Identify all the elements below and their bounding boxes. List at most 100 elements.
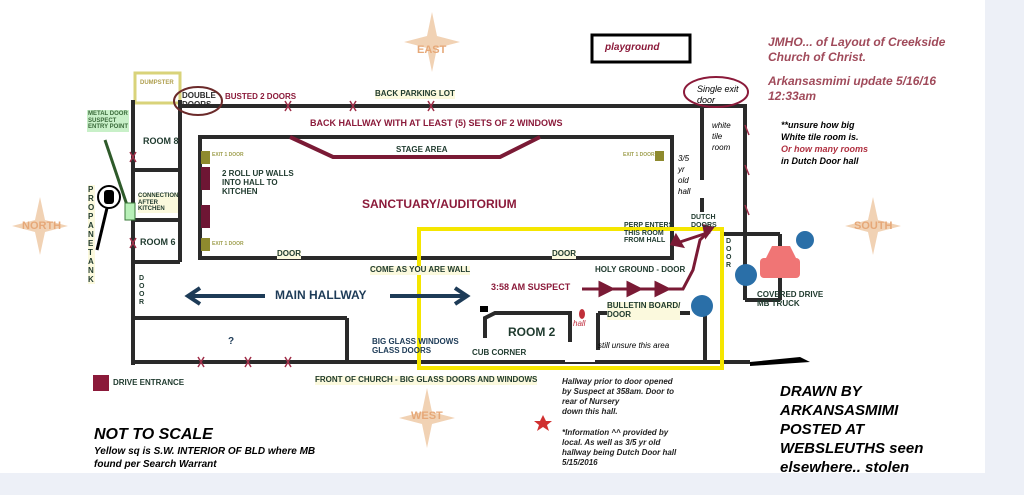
note-line: DRAWN BY xyxy=(780,383,862,400)
unsure-area-label: still unsure this area xyxy=(598,341,670,350)
hall-label: hall xyxy=(573,319,586,328)
door-right-label: DOOR xyxy=(726,238,732,269)
holy-ground-label: HOLY GROUND - DOOR xyxy=(595,265,686,274)
note-line: hallway being Dutch Door hall xyxy=(562,448,677,457)
dumpster-box xyxy=(133,71,182,105)
label-line: DOUBLE xyxy=(182,91,216,100)
label-line: SUSPECT xyxy=(88,117,117,124)
compass-west: WEST xyxy=(411,410,443,422)
compass-north: NORTH xyxy=(22,220,62,232)
note-line: Yellow sq is S.W. INTERIOR OF BLD where … xyxy=(94,446,316,457)
propane-tank-label: PROPANE TANK xyxy=(88,185,95,284)
label-line: PERP ENTERS xyxy=(624,222,674,229)
label-line: yr xyxy=(678,165,685,174)
yellow-square-note: Yellow sq is S.W. INTERIOR OF BLD where … xyxy=(94,445,315,471)
title-line1: JMHO... of Layout of Creekside xyxy=(768,35,946,49)
window-marks xyxy=(129,100,750,368)
update-line1: Arkansasmimi update 5/16/16 xyxy=(768,74,937,88)
label-line: white xyxy=(712,121,731,130)
label-line: KITCHEN xyxy=(222,186,258,196)
label-line: KITCHEN xyxy=(138,206,165,213)
info-star-icon xyxy=(534,415,552,431)
label-line: room xyxy=(712,143,731,152)
note-line: *Information ^^ provided by xyxy=(562,428,669,437)
playground-box xyxy=(590,33,692,64)
sanctuary-label: SANCTUARY/AUDITORIUM xyxy=(362,197,517,211)
metal-door xyxy=(124,202,136,221)
door-side-label: DOOR xyxy=(139,275,145,306)
note-line: rear of Nursery xyxy=(562,397,620,406)
cub-corner-label: CUB CORNER xyxy=(472,348,527,357)
label-line: old xyxy=(678,176,689,185)
exit-door-label: EXIT 1 DOOR xyxy=(212,152,244,158)
label-line: DOOR xyxy=(607,309,631,319)
come-as-you-are-label: COME AS YOU ARE WALL xyxy=(370,265,471,275)
suspect-path xyxy=(582,223,715,298)
stage-area-label: STAGE AREA xyxy=(396,145,448,154)
dutch-doors-label: DUTCH DOORS xyxy=(691,214,717,229)
suspect-label: 3:58 AM SUSPECT xyxy=(491,282,571,292)
double-doors-circle xyxy=(173,86,223,116)
label-line: GLASS DOORS xyxy=(372,345,432,355)
label-line: METAL DOOR xyxy=(88,111,128,117)
label-line: INTO HALL TO xyxy=(222,177,278,187)
note-line: White tile room is. xyxy=(781,132,859,142)
compass-east: EAST xyxy=(417,44,447,56)
label-line: Single exit xyxy=(697,84,739,94)
note-line: POSTED AT xyxy=(780,421,865,438)
exit-door-label: EXIT 1 DOOR xyxy=(212,241,244,247)
black-scribble xyxy=(750,357,810,366)
black-marker xyxy=(480,306,488,312)
single-exit-circle xyxy=(683,76,749,108)
label-line: THIS ROOM xyxy=(624,229,664,237)
back-parking-label: BACK PARKING LOT xyxy=(375,89,455,99)
note-line: elsewhere.. stolen xyxy=(780,459,910,476)
busted-doors-label: BUSTED 2 DOORS xyxy=(225,92,297,101)
main-hallway-arrows xyxy=(184,286,471,306)
yellow-square xyxy=(417,227,724,370)
label-line: ENTRY POINT xyxy=(88,124,129,131)
label-line: hall xyxy=(678,187,691,196)
label-line: CONNECTION xyxy=(138,193,179,199)
door-label: DOOR xyxy=(552,249,576,259)
note-line: in Dutch Door hall xyxy=(781,156,859,166)
note-line: **unsure how big xyxy=(781,120,855,130)
north-star xyxy=(12,197,68,255)
label-line: MB TRUCK xyxy=(757,298,800,308)
room6-label: ROOM 6 xyxy=(140,237,176,247)
room2-label: ROOM 2 xyxy=(508,325,556,339)
label-line: tile xyxy=(712,132,723,141)
floor-plan-canvas: EAST NORTH SOUTH WEST playground JMHO...… xyxy=(0,0,985,476)
door-label: DOOR xyxy=(277,249,301,259)
back-hallway-label: BACK HALLWAY WITH AT LEAST (5) SETS OF 2… xyxy=(310,118,563,128)
room8-label: ROOM 8 xyxy=(143,136,179,146)
compass-stars xyxy=(12,12,901,448)
metal-door-pointer xyxy=(103,139,130,209)
main-hallway-label: MAIN HALLWAY xyxy=(275,288,367,302)
blank-patch xyxy=(565,342,595,362)
front-of-church-label: FRONT OF CHURCH - BIG GLASS DOORS AND WI… xyxy=(315,375,538,385)
update-line2: 12:33am xyxy=(768,89,817,103)
label-line: BULLETIN BOARD/ xyxy=(607,301,681,310)
label-line: 2 ROLL UP WALLS xyxy=(222,169,294,178)
note-line: local. As well as 3/5 yr old xyxy=(562,438,661,447)
camera-icons xyxy=(691,231,814,317)
hall-marker xyxy=(579,309,585,319)
bulletin-label: BULLETIN BOARD/DOOR xyxy=(607,301,681,320)
car-icon xyxy=(760,246,800,278)
note-line: WEBSLEUTHS seen xyxy=(780,440,924,457)
compass-south: SOUTH xyxy=(854,220,893,232)
white-tile-label: white tile room xyxy=(712,120,731,153)
note-line: 5/15/2016 xyxy=(562,458,598,467)
playground-label: playground xyxy=(605,42,660,53)
